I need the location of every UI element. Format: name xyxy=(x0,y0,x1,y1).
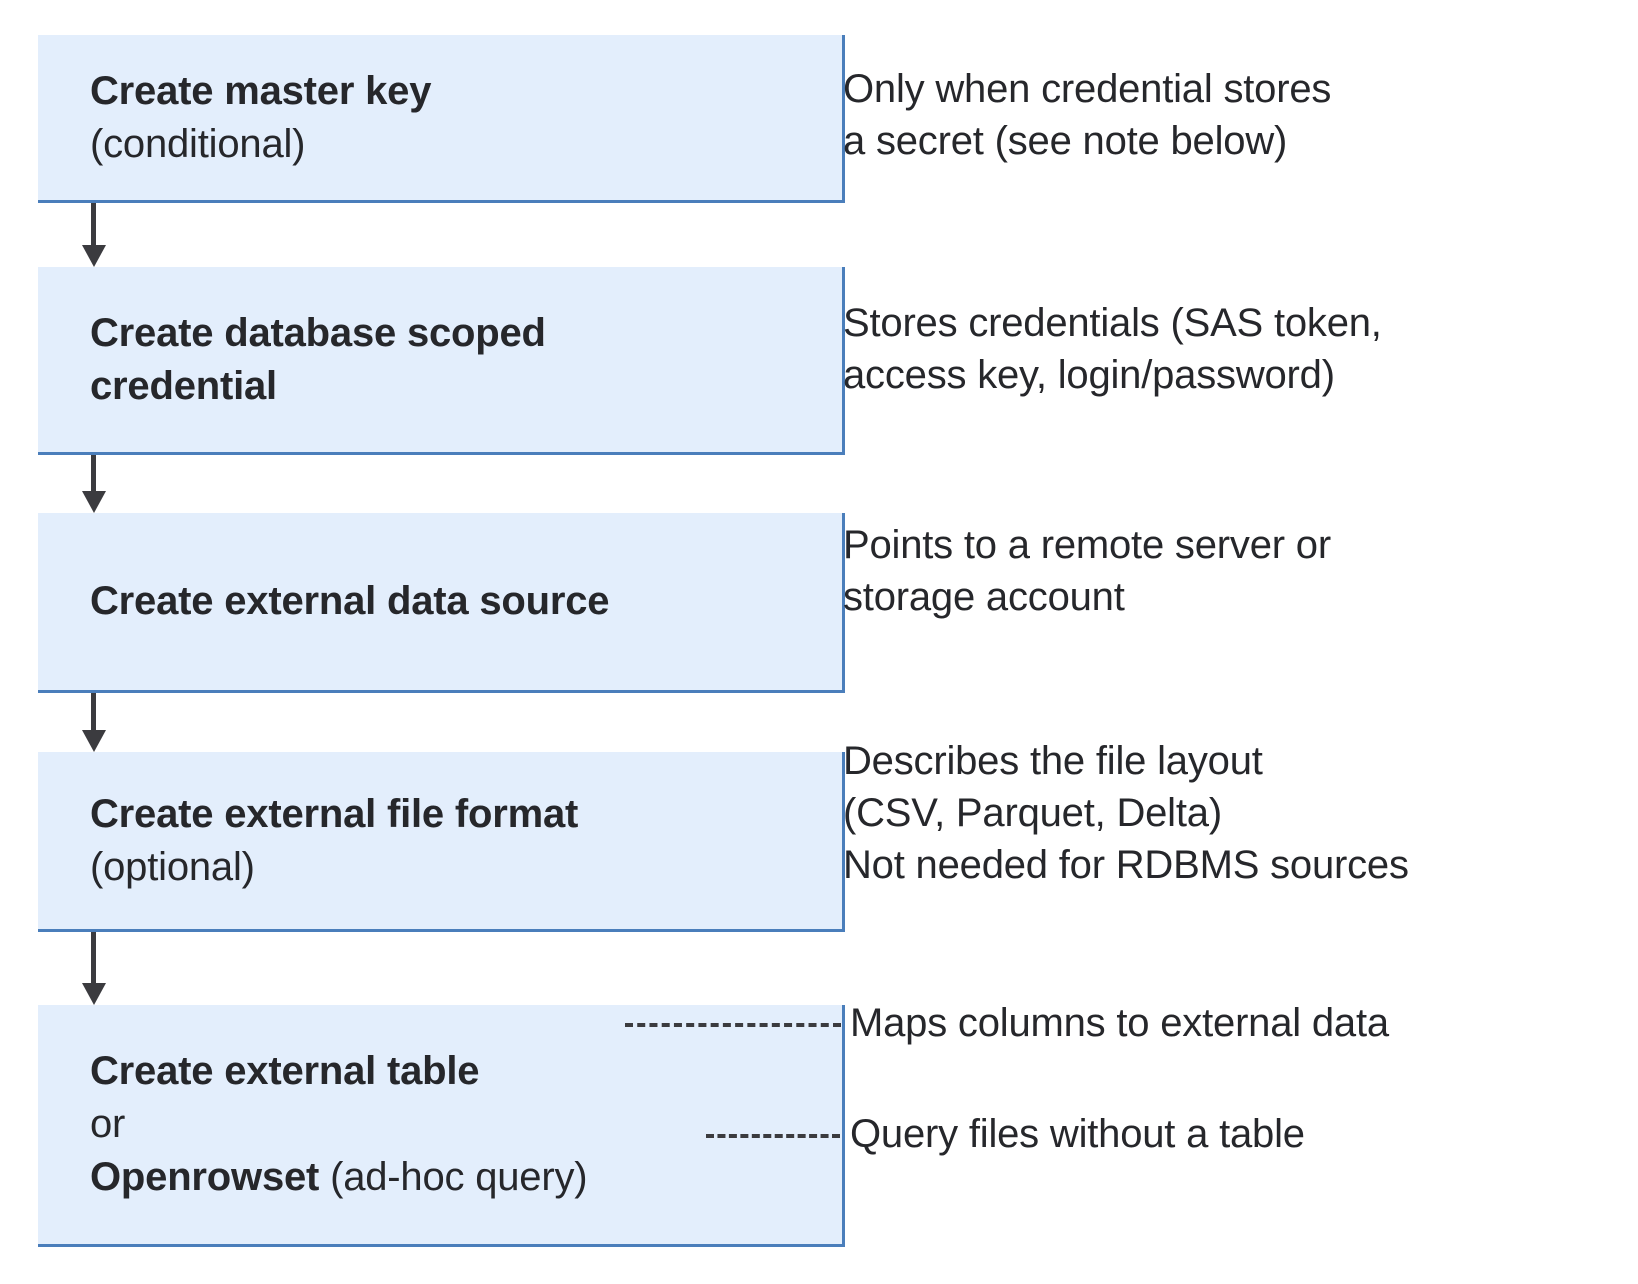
step-title: Create master key xyxy=(90,68,432,113)
arrow-down-icon xyxy=(82,932,106,1005)
step-title: Create external file format xyxy=(90,791,579,836)
step-subtitle: (conditional) xyxy=(90,121,306,166)
step-box-text: Create master key (conditional) xyxy=(38,65,842,171)
note-line: storage account xyxy=(843,575,1125,619)
note-line: Query files without a table xyxy=(850,1112,1305,1156)
note-create-external-data-source: Points to a remote server or storage acc… xyxy=(843,519,1331,623)
note-line: Maps columns to external data xyxy=(850,1001,1389,1045)
step-title: Create database scoped xyxy=(90,310,546,355)
step-connector-or: or xyxy=(90,1102,126,1147)
step-box-text: Create external table or Openrowset (ad-… xyxy=(38,1045,842,1203)
arrow-down-icon xyxy=(82,693,106,752)
step-title: Create external data source xyxy=(90,579,610,624)
arrow-down-icon xyxy=(82,455,106,513)
step-box-create-master-key: Create master key (conditional) xyxy=(38,35,845,203)
step-alt-title: Openrowset (ad-hoc query) xyxy=(90,1151,828,1204)
note-line: Describes the file layout xyxy=(843,739,1263,783)
note-line: Stores credentials (SAS token, xyxy=(843,301,1382,345)
step-box-text: Create database scoped credential xyxy=(38,307,842,413)
arrow-down-icon xyxy=(82,203,106,267)
step-box-create-external-file-format: Create external file format (optional) xyxy=(38,752,845,932)
dashed-leader-external-table xyxy=(625,1023,841,1027)
step-box-create-external-table-or-openrowset: Create external table or Openrowset (ad-… xyxy=(38,1005,845,1247)
note-line: Only when credential stores xyxy=(843,67,1332,111)
note-line: a secret (see note below) xyxy=(843,119,1288,163)
step-subtitle: (optional) xyxy=(90,844,255,889)
step-title: Create external table xyxy=(90,1049,480,1094)
step-alt-title-bold: Openrowset xyxy=(90,1154,320,1199)
step-box-text: Create external file format (optional) xyxy=(38,788,842,894)
note-line: (CSV, Parquet, Delta) xyxy=(843,791,1222,835)
dashed-leader-openrowset xyxy=(706,1134,840,1138)
note-line: Not needed for RDBMS sources xyxy=(843,843,1409,887)
step-box-create-external-data-source: Create external data source xyxy=(38,513,845,693)
note-create-external-file-format: Describes the file layout (CSV, Parquet,… xyxy=(843,735,1409,891)
step-title-cont: credential xyxy=(90,363,277,408)
note-line: access key, login/password) xyxy=(843,353,1335,397)
note-create-external-table: Maps columns to external data xyxy=(850,997,1389,1049)
note-create-database-scoped-credential: Stores credentials (SAS token, access ke… xyxy=(843,297,1382,401)
step-box-create-database-scoped-credential: Create database scoped credential xyxy=(38,267,845,455)
step-alt-title-rest: (ad-hoc query) xyxy=(319,1154,588,1199)
step-box-text: Create external data source xyxy=(38,575,842,628)
note-openrowset: Query files without a table xyxy=(850,1108,1305,1160)
note-create-master-key: Only when credential stores a secret (se… xyxy=(843,63,1331,167)
note-line: Points to a remote server or xyxy=(843,523,1331,567)
